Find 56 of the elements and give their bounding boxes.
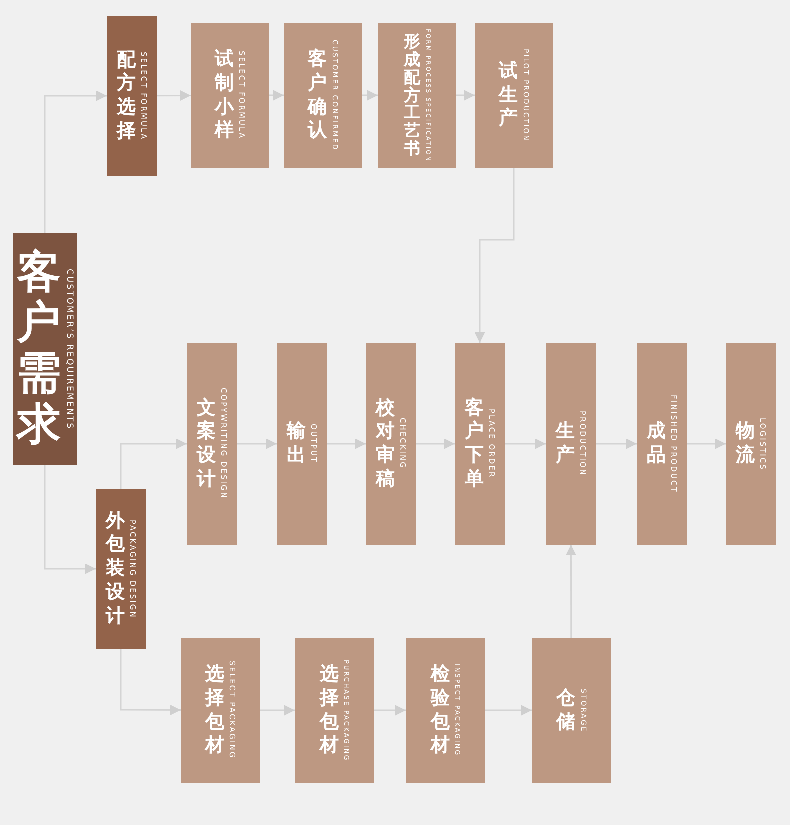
process-box xyxy=(475,23,553,168)
step-title: 成品 xyxy=(646,420,666,468)
step-title: 配方选择 xyxy=(116,48,136,144)
process-box xyxy=(277,343,327,545)
step-title: 客户确认 xyxy=(308,48,327,143)
process-box xyxy=(284,23,362,168)
process-box xyxy=(546,343,596,545)
arrow xyxy=(120,438,187,489)
process-box xyxy=(107,16,157,176)
step-title: 客户需求 xyxy=(16,248,61,450)
step-title: 形成配方工艺书 xyxy=(404,33,420,158)
arrow xyxy=(260,705,295,716)
arrow xyxy=(374,705,406,716)
process-box xyxy=(295,638,374,783)
arrow xyxy=(157,90,191,101)
arrow xyxy=(362,90,378,101)
process-box xyxy=(378,23,456,168)
process-box xyxy=(532,638,611,783)
process-box xyxy=(455,343,505,545)
process-box xyxy=(637,343,687,545)
arrow xyxy=(269,90,284,101)
arrow xyxy=(416,438,455,450)
step-title: 输出 xyxy=(286,420,306,468)
step-title: 试制小样 xyxy=(214,48,234,143)
process-box xyxy=(96,489,146,649)
step-title: 外包装设计 xyxy=(106,510,125,628)
step-title: 试生产 xyxy=(499,60,518,132)
step-title: 校对审稿 xyxy=(376,396,395,492)
step-title: 选择包材 xyxy=(205,663,224,758)
arrow xyxy=(237,438,277,450)
step-title: 客户下单 xyxy=(464,396,484,492)
step-title: 仓储 xyxy=(556,686,576,734)
arrow xyxy=(566,545,576,638)
process-box xyxy=(366,343,416,545)
process-box xyxy=(191,23,269,168)
arrow xyxy=(687,438,726,450)
arrow xyxy=(44,465,96,574)
process-box xyxy=(406,638,485,783)
arrow xyxy=(596,438,637,450)
process-box xyxy=(187,343,237,545)
arrow xyxy=(120,649,181,716)
process-box xyxy=(726,343,776,545)
step-title: 文案设计 xyxy=(196,396,216,492)
step-title: 检验包材 xyxy=(430,663,450,758)
step-title: 选择包材 xyxy=(320,663,339,758)
step-title: 物流 xyxy=(736,420,755,468)
process-box xyxy=(13,233,77,465)
arrow xyxy=(327,438,366,450)
arrow xyxy=(456,90,475,101)
step-subtitle: CUSTOMER’S REQUIREMENTS xyxy=(64,268,74,430)
arrow xyxy=(474,168,515,343)
arrow xyxy=(505,438,546,450)
arrow xyxy=(485,705,532,716)
process-box xyxy=(181,638,260,783)
arrow xyxy=(44,90,107,233)
step-title: 生产 xyxy=(556,420,575,468)
